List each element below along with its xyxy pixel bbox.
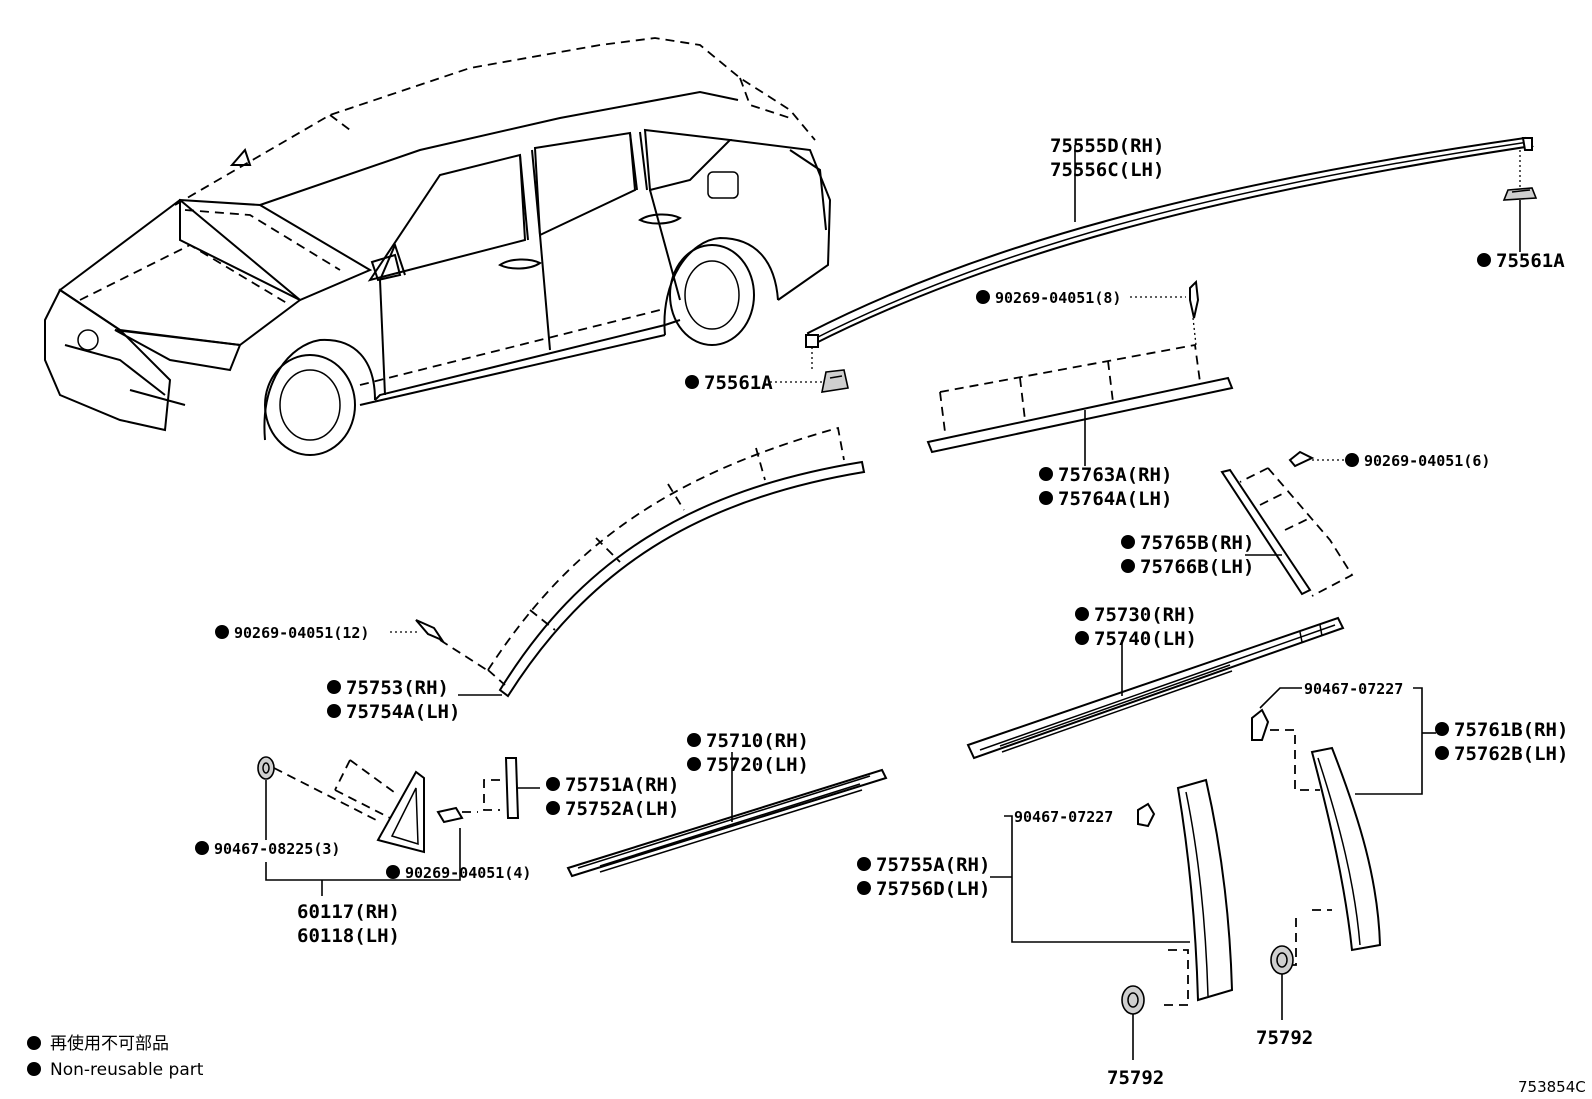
clip-90269-12 — [415, 619, 445, 643]
clip-90467-07227-upper — [1251, 708, 1270, 741]
label-75720: 75720(LH) — [706, 754, 809, 776]
label-90269-6: 90269-04051(6) — [1364, 452, 1490, 470]
clip-90467-07227-lower — [1137, 802, 1156, 828]
pillar-molding-75765b — [1220, 467, 1354, 597]
label-90269-12: 90269-04051(12) — [234, 624, 369, 642]
window-frame-molding-75753 — [487, 426, 866, 698]
legend: 再使用不可部品 Non-reusable part — [27, 1033, 204, 1080]
roof-molding-75555d — [805, 136, 1534, 348]
non-reusable-dot-75710 — [687, 733, 701, 747]
belt-molding-75763a — [926, 343, 1234, 454]
legend-english: Non-reusable part — [50, 1060, 204, 1080]
label-75753: 75753(RH) — [346, 677, 449, 699]
legend-dot-1 — [27, 1036, 41, 1050]
label-75751a: 75751A(RH) — [565, 774, 679, 796]
non-reusable-dot-75751a — [546, 777, 560, 791]
clip-90467-08225 — [257, 756, 275, 780]
clip-90269-4 — [436, 806, 464, 824]
non-reusable-dot-75730 — [1075, 607, 1089, 621]
weatherstrip-75730 — [966, 616, 1345, 760]
label-75761b: 75761B(RH) — [1454, 719, 1568, 741]
label-75730: 75730(RH) — [1094, 604, 1197, 626]
label-75763a: 75763A(RH) — [1058, 464, 1172, 486]
garnish-75751a — [483, 757, 520, 819]
clip-90269-8 — [1189, 279, 1200, 319]
clip-75561a-right — [1502, 187, 1538, 201]
corner-piece-60117 — [334, 759, 425, 854]
label-90467-07227-upper: 90467-07227 — [1304, 680, 1403, 698]
non-reusable-dot-75765b — [1121, 535, 1135, 549]
non-reusable-dot-90269-8 — [976, 290, 990, 304]
diagram-reference-code: 753854C — [1518, 1078, 1586, 1096]
garnish-75761b — [1270, 729, 1382, 966]
label-75766b: 75766B(LH) — [1140, 556, 1254, 578]
non-reusable-dot-75763a — [1039, 467, 1053, 481]
non-reusable-dot-75755a — [857, 857, 871, 871]
garnish-75755a — [1158, 778, 1234, 1006]
clip-90269-6 — [1288, 450, 1315, 468]
legend-dot-2 — [27, 1062, 41, 1076]
clip-75792-right — [1270, 945, 1294, 975]
non-reusable-dot-75754a — [327, 704, 341, 718]
label-75710: 75710(RH) — [706, 730, 809, 752]
belt-molding-75710 — [566, 768, 888, 878]
non-reusable-dot-90269-12 — [215, 625, 229, 639]
label-60118: 60118(LH) — [297, 925, 400, 947]
label-90269-4: 90269-04051(4) — [405, 864, 531, 882]
label-75756d: 75756D(LH) — [876, 878, 990, 900]
non-reusable-dot-75766b — [1121, 559, 1135, 573]
label-60117: 60117(RH) — [297, 901, 400, 923]
label-75792-left: 75792 — [1107, 1067, 1164, 1089]
label-75762b: 75762B(LH) — [1454, 743, 1568, 765]
non-reusable-dot-75761b — [1435, 722, 1449, 736]
label-90269-8: 90269-04051(8) — [995, 289, 1121, 307]
non-reusable-dot-75764a — [1039, 491, 1053, 505]
label-75561a-left: 75561A — [704, 372, 773, 394]
label-75555d: 75555D(RH) — [1050, 135, 1164, 157]
non-reusable-dot-75561a-left — [685, 375, 699, 389]
non-reusable-dot-75762b — [1435, 746, 1449, 760]
label-75765b: 75765B(RH) — [1140, 532, 1254, 554]
label-75755a: 75755A(RH) — [876, 854, 990, 876]
non-reusable-dot-75752a — [546, 801, 560, 815]
label-75752a: 75752A(LH) — [565, 798, 679, 820]
clip-75561a-left — [820, 369, 849, 393]
label-75740: 75740(LH) — [1094, 628, 1197, 650]
vehicle-illustration — [44, 37, 832, 456]
non-reusable-dot-75720 — [687, 757, 701, 771]
label-90467-08225: 90467-08225(3) — [214, 840, 340, 858]
legend-japanese: 再使用不可部品 — [50, 1033, 169, 1054]
label-75754a: 75754A(LH) — [346, 701, 460, 723]
clip-75792-left — [1121, 985, 1145, 1015]
non-reusable-dot-75756d — [857, 881, 871, 895]
label-90467-07227-lower: 90467-07227 — [1014, 808, 1113, 826]
non-reusable-dot-90269-4 — [386, 865, 400, 879]
non-reusable-dot-75740 — [1075, 631, 1089, 645]
non-reusable-dot-75561a-right — [1477, 253, 1491, 267]
non-reusable-dot-90269-6 — [1345, 453, 1359, 467]
label-75792-right: 75792 — [1256, 1027, 1313, 1049]
label-75561a-right: 75561A — [1496, 250, 1565, 272]
label-75764a: 75764A(LH) — [1058, 488, 1172, 510]
label-75556c: 75556C(LH) — [1050, 159, 1164, 181]
non-reusable-dot-90467-08225 — [195, 841, 209, 855]
non-reusable-dot-75753 — [327, 680, 341, 694]
